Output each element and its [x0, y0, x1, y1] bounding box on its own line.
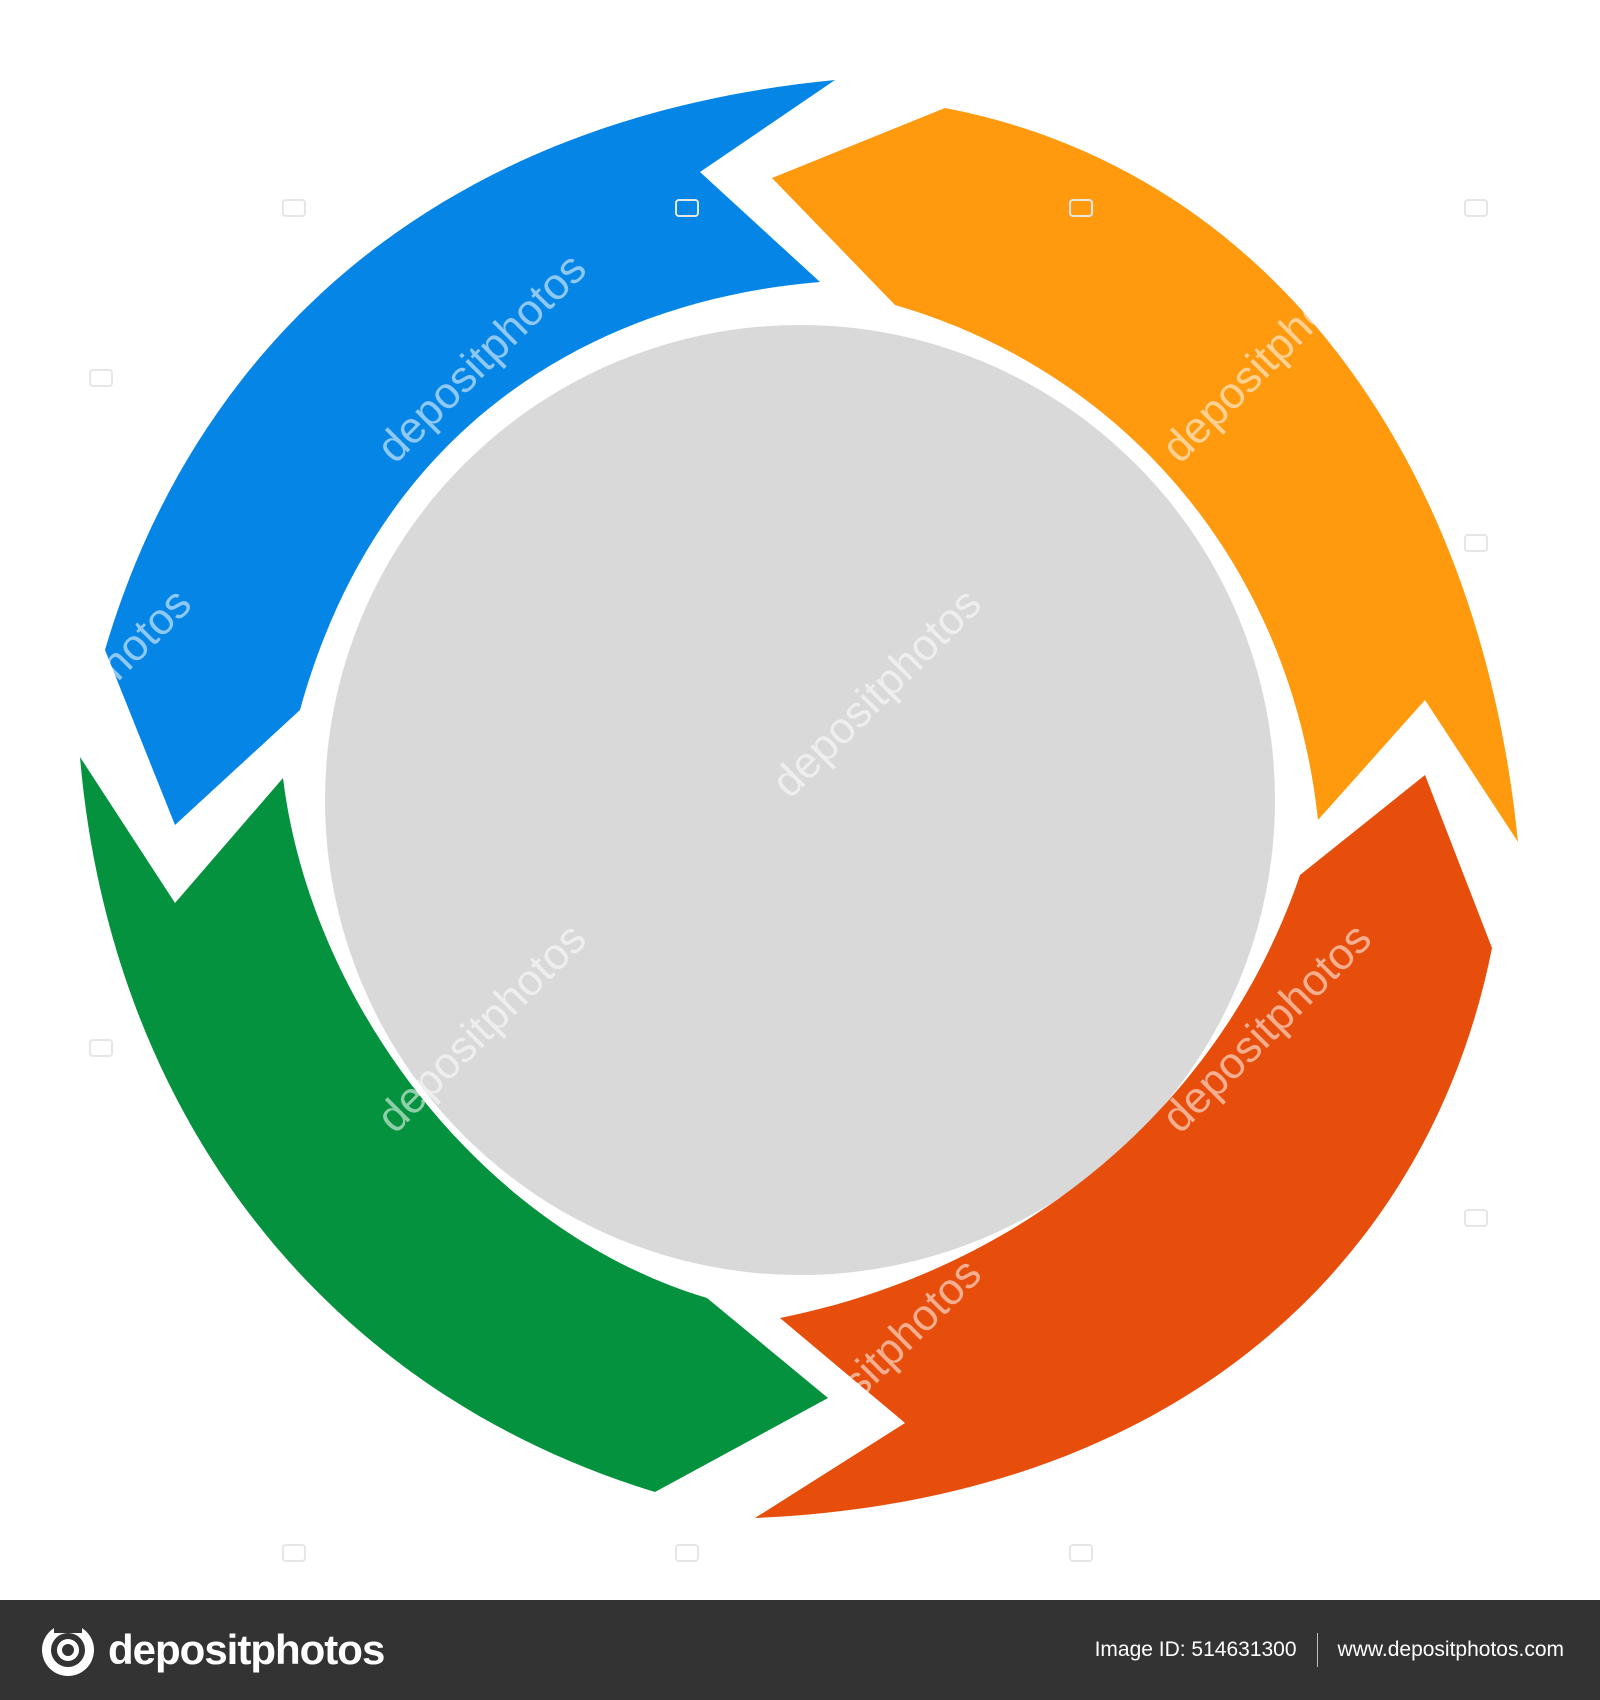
orange-segment: [772, 108, 1518, 842]
camera-icon: [1464, 534, 1488, 552]
cycle-diagram: depositphotos depositphotos depositphoto…: [0, 80, 1518, 1562]
watermark-camera-icons: [89, 199, 1488, 1562]
footer-info: Image ID: 514631300 www.depositphotos.co…: [1095, 1600, 1564, 1700]
camera-icon: [282, 199, 306, 217]
watermark-text: depositphotos: [0, 1249, 201, 1477]
camera-icon: [1069, 199, 1093, 217]
footer-brand-name: depositphotos: [108, 1626, 385, 1673]
camera-icon: [675, 199, 699, 217]
camera-icon: [675, 1544, 699, 1562]
diagram-canvas: depositphotos depositphotos depositphoto…: [0, 80, 1518, 1562]
camera-icon: [89, 1039, 113, 1057]
camera-lens-icon: [42, 1624, 94, 1676]
camera-icon: [1464, 1209, 1488, 1227]
blue-segment: [105, 80, 835, 825]
footer-bar: depositphotos Image ID: 514631300 www.de…: [0, 1600, 1600, 1700]
camera-icon: [282, 1544, 306, 1562]
red-segment: [755, 775, 1492, 1518]
camera-icon: [1464, 199, 1488, 217]
camera-icon: [1069, 1544, 1093, 1562]
center-circle: [325, 325, 1275, 1275]
image-id-label: Image ID: 514631300: [1094, 1638, 1297, 1661]
footer-logo[interactable]: depositphotos: [40, 1620, 385, 1680]
footer-divider: [1316, 1633, 1318, 1667]
green-segment: [80, 757, 828, 1492]
camera-icon: [89, 369, 113, 387]
site-link[interactable]: www.depositphotos.com: [1337, 1638, 1564, 1661]
